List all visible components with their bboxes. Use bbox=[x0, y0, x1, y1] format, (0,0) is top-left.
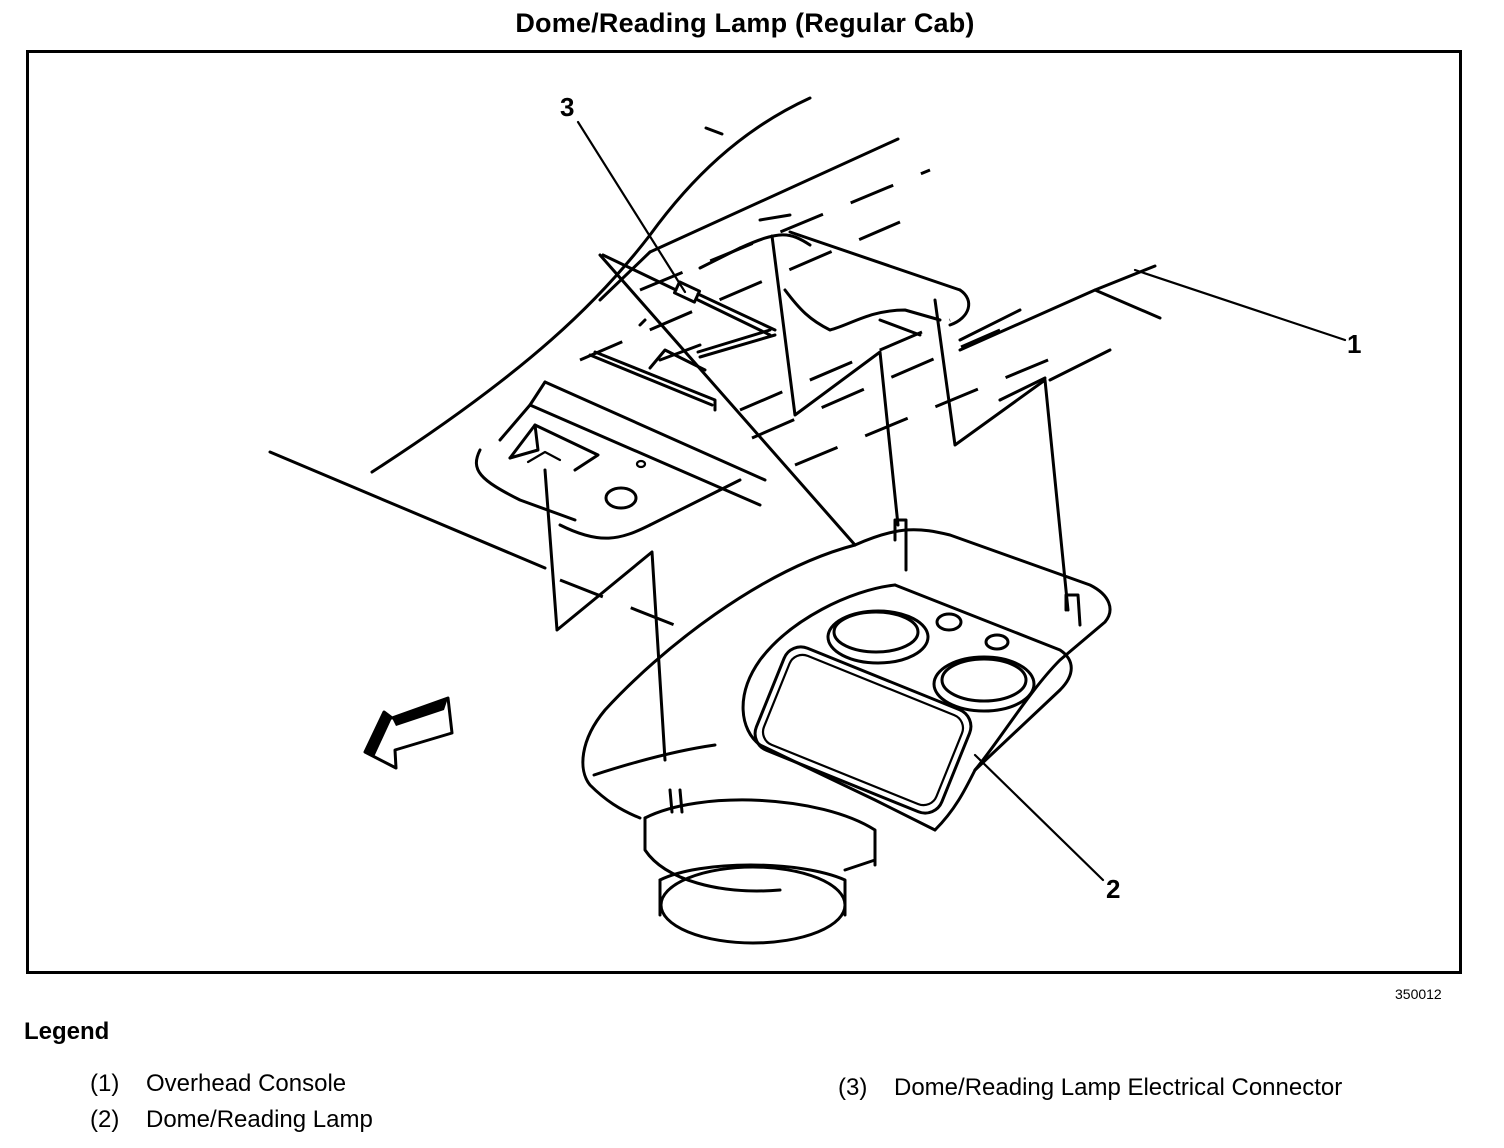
legend-item-label: Overhead Console bbox=[146, 1070, 347, 1097]
legend-item: (3) Dome/Reading Lamp Electrical Connecto… bbox=[838, 1074, 1342, 1102]
legend-item-label: Dome/Reading Lamp bbox=[146, 1106, 373, 1133]
callout-3: 3 bbox=[560, 92, 574, 122]
leader-lines bbox=[576, 120, 1347, 882]
electrical-connector bbox=[601, 213, 792, 337]
figure-id: 350012 bbox=[1395, 986, 1442, 1002]
alignment-lines bbox=[543, 234, 1070, 762]
headliner-outline bbox=[268, 96, 1162, 570]
legend-title: Legend bbox=[24, 1018, 110, 1045]
legend-item-label: Dome/Reading Lamp Electrical Connector bbox=[894, 1074, 1343, 1101]
legend-item-number: (1) bbox=[90, 1070, 120, 1097]
legend-item-number: (2) bbox=[90, 1106, 120, 1133]
legend-item: (2) Dome/Reading Lamp bbox=[90, 1106, 373, 1134]
callout-1: 1 bbox=[1347, 329, 1361, 359]
illustration-frame bbox=[26, 50, 1462, 974]
callout-2: 2 bbox=[1106, 874, 1120, 904]
diagram-title: Dome/Reading Lamp (Regular Cab) bbox=[515, 8, 975, 38]
overhead-console bbox=[474, 168, 1112, 540]
front-of-vehicle-arrow-icon bbox=[363, 696, 454, 770]
legend-item: (1) Overhead Console bbox=[90, 1070, 346, 1098]
dome-reading-lamp bbox=[581, 518, 1112, 945]
legend-item-number: (3) bbox=[838, 1074, 868, 1101]
